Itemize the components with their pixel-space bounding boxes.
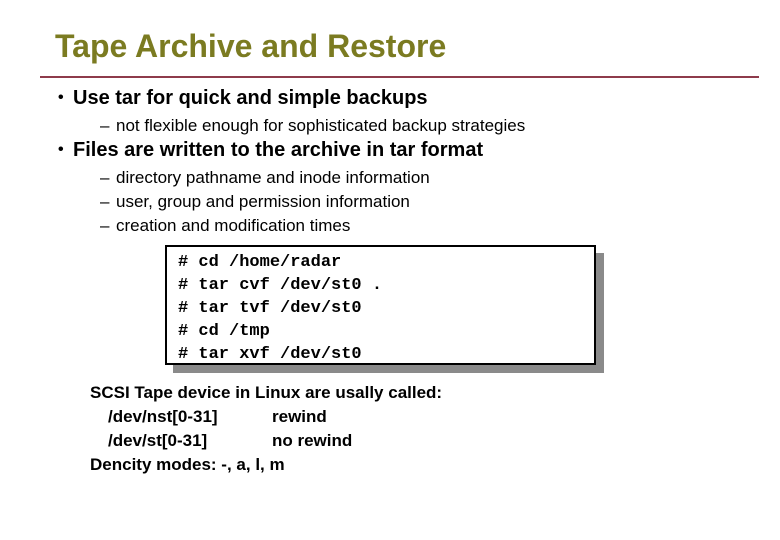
bullet-icon: •	[58, 141, 64, 158]
code-line: # cd /home/radar	[178, 253, 342, 272]
dash-icon: –	[100, 216, 110, 235]
device-name: /dev/nst[0-31]	[108, 407, 218, 426]
code-line: # tar tvf /dev/st0	[178, 299, 362, 318]
sub-bullet-item: –not flexible enough for sophisticated b…	[100, 114, 525, 138]
sub-bullet-text: user, group and permission information	[116, 192, 410, 211]
bullet-item: • Use tar for quick and simple backups	[58, 86, 428, 110]
dash-icon: –	[100, 192, 110, 211]
dash-icon: –	[100, 116, 110, 135]
device-row: /dev/st[0-31] no rewind	[108, 429, 442, 453]
bullet-text: Use tar for quick and simple backups	[73, 87, 428, 109]
code-line: # tar cvf /dev/st0 .	[178, 276, 383, 295]
sub-bullet-item: –user, group and permission information	[100, 190, 410, 214]
sub-bullet-text: creation and modification times	[116, 216, 351, 235]
density-modes-text: Dencity modes: -, a, l, m	[90, 455, 285, 474]
code-line: # cd /tmp	[178, 322, 270, 341]
device-name: /dev/st[0-31]	[108, 431, 208, 450]
sub-bullet-item: –directory pathname and inode informatio…	[100, 166, 430, 190]
title-divider	[40, 76, 759, 78]
bullet-icon: •	[58, 89, 64, 106]
sub-bullet-text: directory pathname and inode information	[116, 168, 430, 187]
slide-title: Tape Archive and Restore	[55, 28, 447, 64]
bullet-item: • Files are written to the archive in tar…	[58, 138, 483, 162]
code-line: # tar xvf /dev/st0	[178, 345, 362, 364]
device-mode: no rewind	[272, 431, 353, 450]
device-mode: rewind	[272, 407, 327, 426]
sub-bullet-text: not flexible enough for sophisticated ba…	[116, 116, 526, 135]
bullet-text: Files are written to the archive in tar …	[73, 139, 484, 161]
dash-icon: –	[100, 168, 110, 187]
notes-heading: SCSI Tape device in Linux are usally cal…	[90, 383, 443, 402]
device-row: /dev/nst[0-31] rewind	[108, 405, 442, 429]
terminal-code-box: # cd /home/radar # tar cvf /dev/st0 . # …	[165, 245, 596, 365]
sub-bullet-item: –creation and modification times	[100, 214, 350, 238]
scsi-notes: SCSI Tape device in Linux are usally cal…	[90, 381, 442, 477]
